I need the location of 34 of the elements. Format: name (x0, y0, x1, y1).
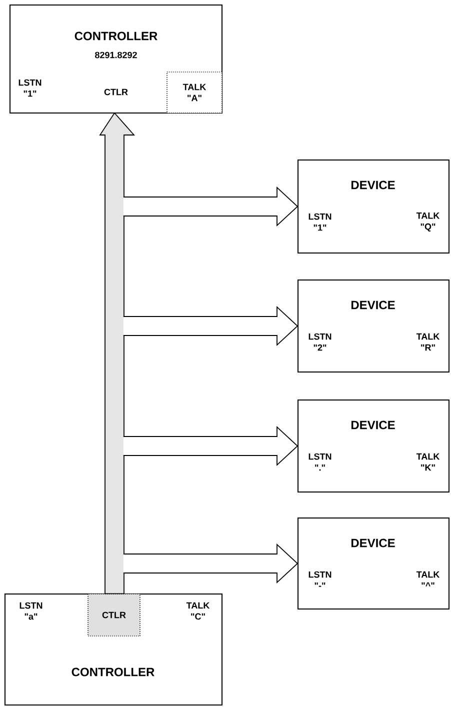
port-label: LSTN "a" (20, 602, 42, 620)
port-label: TALK "C" (186, 602, 210, 620)
port-label: TALK "^" (416, 571, 440, 586)
port-label: LSTN "." (308, 453, 332, 471)
bus-arrow (99, 112, 135, 594)
port-box (166, 72, 222, 114)
branch-arrow (122, 306, 298, 346)
port-label: CTLR (102, 612, 126, 618)
box-title: DEVICE (351, 538, 395, 548)
box-title: DEVICE (351, 420, 395, 430)
port-label: TALK "R" (416, 333, 440, 351)
branch-arrow (122, 543, 298, 584)
device-box (298, 160, 450, 254)
port-label: TALK "K" (416, 453, 440, 471)
box-title: CONTROLLER (72, 668, 154, 676)
port-label: LSTN "-" (308, 571, 332, 587)
part-number: 8291.8292 (95, 52, 137, 58)
branch-arrow (122, 186, 298, 227)
device-box (298, 280, 450, 372)
port-box (88, 594, 140, 636)
controller-box (4, 594, 222, 706)
port-label: LSTN "1" (18, 79, 42, 97)
port-label: TALK "Q" (416, 212, 440, 232)
box-title: CONTROLLER (74, 32, 158, 40)
branch-arrow (122, 426, 298, 466)
controller-box (10, 4, 222, 114)
port-label: TALK "A" (182, 84, 206, 102)
device-box (298, 518, 450, 610)
port-label: CTLR (104, 88, 128, 96)
device-box (298, 400, 450, 492)
box-title: DEVICE (351, 180, 395, 190)
box-title: DEVICE (351, 300, 395, 310)
port-label: LSTN "1" (308, 213, 332, 231)
port-label: LSTN "2" (308, 333, 332, 351)
